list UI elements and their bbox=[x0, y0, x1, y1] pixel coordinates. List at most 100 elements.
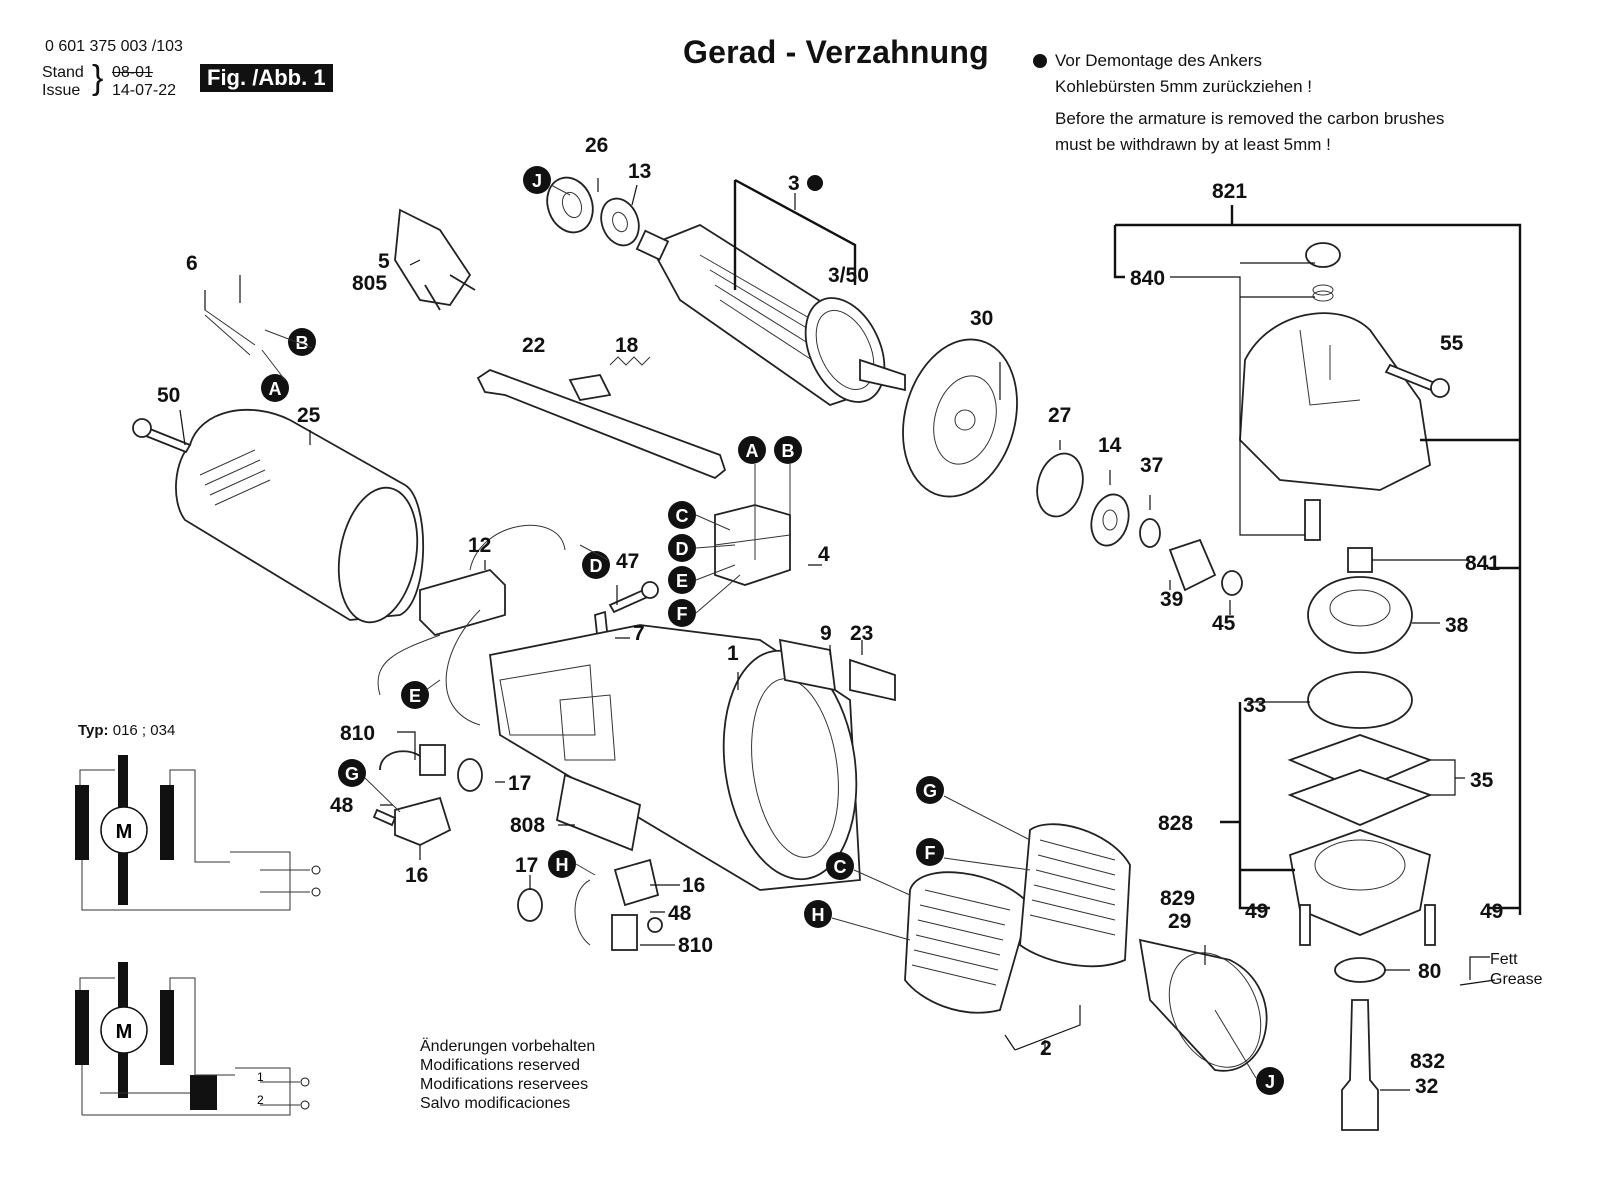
part-label-1: 1 bbox=[727, 642, 739, 665]
part-label-7: 7 bbox=[633, 622, 645, 645]
part-label-80: 80 bbox=[1418, 960, 1441, 983]
svg-text:D: D bbox=[676, 539, 689, 559]
svg-text:G: G bbox=[345, 764, 359, 784]
motor-housing bbox=[489, 624, 861, 891]
o-ring-33 bbox=[1307, 671, 1413, 729]
callout-E-switch: E bbox=[668, 566, 696, 594]
svg-text:J: J bbox=[1265, 1072, 1275, 1092]
wiring-type-label: Typ: 016 ; 034 bbox=[78, 722, 175, 739]
spring-18 bbox=[609, 356, 651, 366]
callout-G-coil: G bbox=[916, 776, 944, 804]
callout-E-capacitor: E bbox=[401, 681, 429, 709]
callout-B-cord: B bbox=[288, 328, 316, 356]
suppression-capacitor bbox=[377, 524, 566, 726]
modifications-notice: Änderungen vorbehalten Modifications res… bbox=[420, 1037, 595, 1113]
callout-H-brush: H bbox=[548, 850, 576, 878]
part-label-39: 39 bbox=[1160, 588, 1183, 611]
svg-text:H: H bbox=[812, 905, 825, 925]
part-label-55: 55 bbox=[1440, 332, 1464, 355]
note-en-line2: must be withdrawn by at least 5mm ! bbox=[1055, 135, 1331, 154]
wiring-diagram-1: M bbox=[75, 755, 321, 911]
type-label: Typ: bbox=[78, 722, 109, 739]
motor-symbol-2: M bbox=[116, 1021, 133, 1043]
part-label-38: 38 bbox=[1445, 614, 1469, 637]
part-label-37: 37 bbox=[1140, 454, 1163, 477]
bearing-flange-828 bbox=[1288, 829, 1432, 936]
svg-text:A: A bbox=[269, 379, 282, 399]
part-label-25: 25 bbox=[297, 404, 321, 427]
note-de-line2: Kohlebürsten 5mm zurückziehen ! bbox=[1055, 77, 1313, 96]
motor-symbol-1: M bbox=[116, 821, 133, 843]
gaskets-35 bbox=[1287, 734, 1433, 826]
callout-A-switch: A bbox=[738, 436, 766, 464]
part-label-22: 22 bbox=[522, 334, 545, 357]
part-label-35: 35 bbox=[1470, 769, 1494, 792]
grease-en: Grease bbox=[1490, 971, 1543, 988]
callout-C-coil: C bbox=[826, 852, 854, 880]
screw-55 bbox=[1384, 363, 1450, 398]
fan-baffle bbox=[902, 338, 1018, 498]
part-label-18: 18 bbox=[615, 334, 639, 357]
callout-J-top: J bbox=[523, 166, 551, 194]
part-label-33: 33 bbox=[1243, 694, 1266, 717]
modifications-es: Salvo modificaciones bbox=[420, 1095, 571, 1112]
figure-label: Fig. /Abb. 1 bbox=[200, 64, 333, 92]
stand-label: Stand bbox=[42, 64, 84, 81]
svg-text:J: J bbox=[532, 171, 542, 191]
issue-label: Issue bbox=[42, 82, 81, 99]
stand-issue-dates: 08-01 14-07-22 bbox=[112, 64, 176, 100]
part-label-30: 30 bbox=[970, 307, 993, 330]
modifications-fr: Modifications reservees bbox=[420, 1076, 589, 1093]
callout-G-brush: G bbox=[338, 759, 366, 787]
bearing-27 bbox=[1036, 452, 1084, 518]
part-label-27: 27 bbox=[1048, 404, 1071, 427]
part-label-50: 50 bbox=[157, 384, 180, 407]
part-label-810-left: 810 bbox=[340, 722, 375, 745]
part-label-49-right: 49 bbox=[1480, 900, 1503, 923]
modifications-de: Änderungen vorbehalten bbox=[420, 1038, 596, 1055]
page-title: Gerad - Verzahnung bbox=[683, 34, 989, 70]
part-label-17-left: 17 bbox=[508, 772, 531, 795]
switch-position-1: 1 bbox=[257, 1070, 264, 1084]
bearing-13 bbox=[600, 197, 640, 247]
part-label-805: 805 bbox=[352, 272, 387, 295]
svg-text:D: D bbox=[590, 556, 603, 576]
callout-F-coil: F bbox=[916, 838, 944, 866]
connection-callouts: J B A A B C D D E F E G H G F C H J bbox=[261, 166, 1284, 1095]
cap-840 bbox=[1305, 242, 1341, 268]
svg-text:A: A bbox=[746, 441, 759, 461]
mains-plug bbox=[394, 208, 476, 311]
part-label-2: 2 bbox=[1040, 1037, 1052, 1060]
issue-date: 14-07-22 bbox=[112, 82, 177, 99]
part-label-828: 828 bbox=[1158, 812, 1193, 835]
brace-symbol: } bbox=[92, 59, 104, 97]
part-label-17-right: 17 bbox=[515, 854, 538, 877]
callout-F-switch: F bbox=[668, 599, 696, 627]
washer-80 bbox=[1334, 957, 1386, 983]
field-coil-right bbox=[1019, 823, 1131, 968]
switch-position-2: 2 bbox=[257, 1093, 264, 1107]
switch-knob-23 bbox=[849, 658, 896, 702]
svg-text:E: E bbox=[409, 686, 421, 706]
part-label-32: 32 bbox=[1415, 1075, 1438, 1098]
svg-text:F: F bbox=[677, 604, 688, 624]
part-label-3-50: 3/50 bbox=[828, 264, 869, 287]
document-number: 0 601 375 003 /103 bbox=[45, 38, 183, 55]
brush-holder-right bbox=[517, 858, 663, 951]
crown-gear-38 bbox=[1307, 576, 1413, 654]
grease-note: Fett Grease bbox=[1490, 950, 1542, 990]
part-label-49-left: 49 bbox=[1245, 900, 1268, 923]
part-label-3: 3 bbox=[788, 172, 800, 195]
modifications-en: Modifications reserved bbox=[420, 1057, 581, 1074]
wiring-diagram-2: M 1 2 bbox=[75, 962, 310, 1116]
armature-removal-note: Vor Demontage des Ankers Kohlebürsten 5m… bbox=[1033, 48, 1444, 158]
bearing-26 bbox=[546, 176, 594, 234]
screws-49 bbox=[1299, 904, 1436, 946]
svg-text:H: H bbox=[556, 855, 569, 875]
part-label-23: 23 bbox=[850, 622, 873, 645]
callout-D-switch: D bbox=[668, 534, 696, 562]
part-label-16-right: 16 bbox=[682, 874, 705, 897]
part-label-9: 9 bbox=[820, 622, 832, 645]
power-cord bbox=[133, 163, 403, 356]
